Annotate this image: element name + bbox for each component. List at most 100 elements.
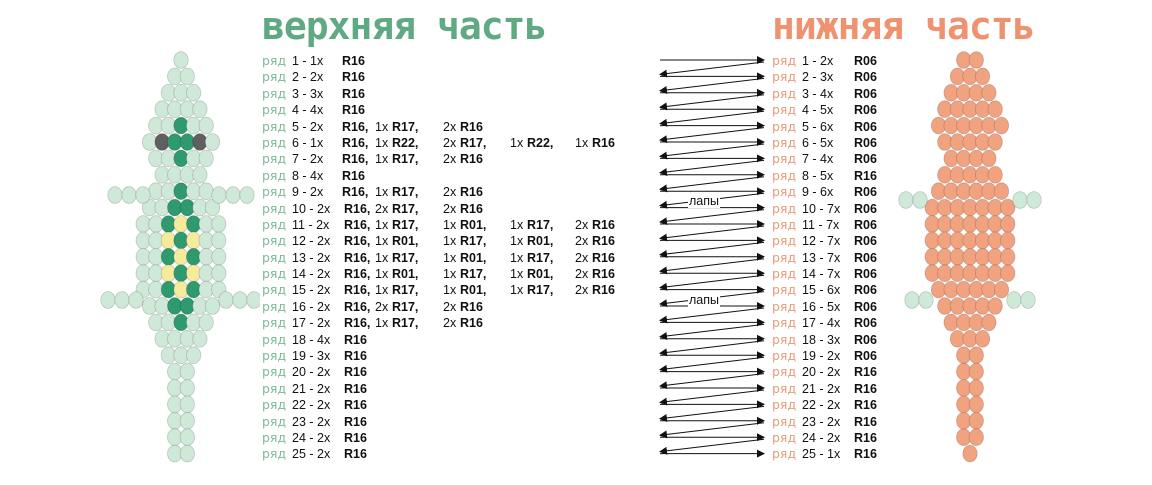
row-number: 9 - 2x xyxy=(292,185,324,200)
bead xyxy=(1000,231,1016,250)
bead xyxy=(937,264,953,283)
weave-arrow xyxy=(659,373,765,390)
bead-code: R16 xyxy=(344,349,367,364)
row-word: ряд xyxy=(772,249,797,265)
row-number: 5 - 2x xyxy=(292,119,324,134)
row-word: ряд xyxy=(262,429,287,445)
row-word: ряд xyxy=(772,151,797,167)
bead xyxy=(962,297,978,315)
bead xyxy=(956,116,972,135)
row-number: 6 - 5x xyxy=(802,135,834,150)
row-word: ряд xyxy=(772,298,797,314)
legs-label-2: лапы xyxy=(688,293,720,307)
bead xyxy=(962,329,978,348)
bead xyxy=(981,182,997,201)
row-number: 23 - 2x xyxy=(292,414,331,429)
row-number: 13 - 7x xyxy=(802,250,841,265)
bead xyxy=(179,67,195,86)
row-number: 10 - 7x xyxy=(802,201,841,216)
bead xyxy=(974,247,991,266)
bead-count: 1x xyxy=(375,185,389,200)
bead-count: 2x xyxy=(575,283,589,298)
bead xyxy=(924,247,940,266)
row-word: ряд xyxy=(772,118,797,134)
bead-count: 1x xyxy=(375,267,389,282)
bead xyxy=(974,297,991,315)
row-number: 22 - 2x xyxy=(802,398,841,413)
bead-code: R17, xyxy=(527,250,554,265)
bead-count: 2x xyxy=(375,299,389,314)
bead xyxy=(937,231,953,250)
bead xyxy=(204,297,221,315)
bead xyxy=(968,395,984,414)
bead xyxy=(198,149,214,168)
row-word: ряд xyxy=(262,249,287,265)
bead xyxy=(974,198,991,217)
bead xyxy=(956,280,972,299)
bead-code: R16, xyxy=(344,234,371,249)
bead-count: 1x xyxy=(510,267,524,282)
bead xyxy=(987,133,1003,151)
bead-code: R16, xyxy=(344,316,371,331)
row-word: ряд xyxy=(262,331,287,347)
row-word: ряд xyxy=(772,167,797,183)
bead xyxy=(239,186,255,204)
weave-arrow xyxy=(659,241,765,258)
bead xyxy=(937,100,953,118)
row-word: ряд xyxy=(772,200,797,216)
bead xyxy=(114,291,130,309)
bead xyxy=(968,280,984,299)
bead xyxy=(924,215,940,233)
row-number: 15 - 2x xyxy=(292,283,331,298)
bead-code: R17, xyxy=(460,267,487,282)
bead xyxy=(949,166,966,184)
bead-count: 1x xyxy=(443,234,457,249)
weave-arrow xyxy=(659,438,765,455)
row-number: 2 - 2x xyxy=(292,70,324,85)
bead-count: 1x xyxy=(375,217,389,232)
bead xyxy=(968,149,984,168)
bead-code: R06 xyxy=(854,234,877,249)
row-word: ряд xyxy=(262,282,287,298)
bead-code: R16 xyxy=(460,119,483,134)
bead xyxy=(943,84,959,102)
bead-count: 2x xyxy=(575,234,589,249)
bead xyxy=(192,100,208,118)
bead xyxy=(949,67,966,86)
row-number: 4 - 5x xyxy=(802,103,834,118)
bead xyxy=(943,149,959,168)
bead xyxy=(898,191,914,209)
bead-code: R16 xyxy=(592,250,615,265)
bead xyxy=(968,411,984,430)
bead-code: R06 xyxy=(854,283,877,298)
bead-count: 2x xyxy=(443,185,457,200)
bead-count: 1x xyxy=(510,217,524,232)
bead xyxy=(956,379,972,397)
bead xyxy=(956,428,972,447)
row-number: 8 - 4x xyxy=(292,168,324,183)
bead-code: R06 xyxy=(854,201,877,216)
bead xyxy=(993,116,1010,135)
row-word: ряд xyxy=(262,348,287,364)
bead-code: R06 xyxy=(854,316,877,331)
row-number: 12 - 2x xyxy=(292,234,331,249)
bead-count: 1x xyxy=(375,250,389,265)
row-word: ряд xyxy=(772,69,797,85)
bead xyxy=(962,166,978,184)
row-word: ряд xyxy=(772,380,797,396)
bead-code: R17, xyxy=(527,217,554,232)
bead xyxy=(198,182,214,201)
weave-arrow xyxy=(659,225,765,242)
row-number: 11 - 7x xyxy=(802,217,840,232)
bead xyxy=(962,100,978,118)
bead xyxy=(918,291,934,309)
bead-code: R16 xyxy=(592,234,615,249)
bead xyxy=(968,362,984,381)
bead xyxy=(930,182,947,201)
